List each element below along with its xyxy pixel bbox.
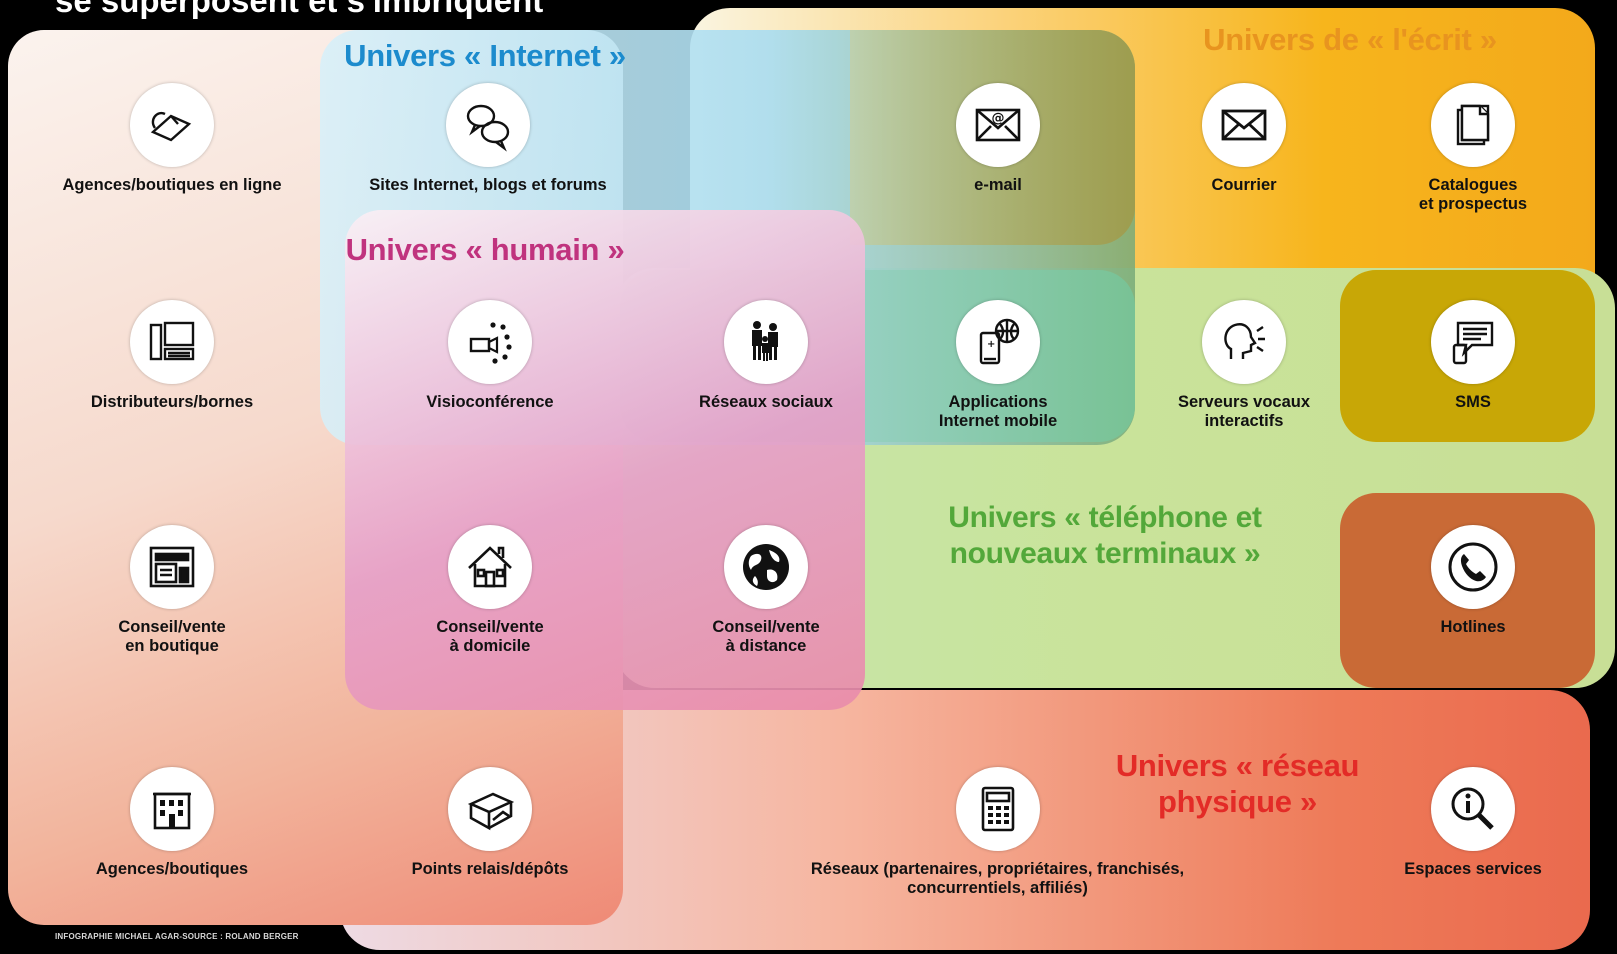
- building-icon: [130, 767, 214, 851]
- people-group-icon: [724, 300, 808, 384]
- smartphone-globe-icon: +: [956, 300, 1040, 384]
- globe-icon: [724, 525, 808, 609]
- universe-title-reseau-physique: Univers « réseau physique »: [1115, 748, 1360, 819]
- item-distributeurs: Distributeurs/bornes: [47, 300, 297, 412]
- item-agences-boutiques: Agences/boutiques: [47, 767, 297, 879]
- universe-title-telephone: Univers « téléphone et nouveaux terminau…: [948, 501, 1262, 570]
- info-magnifier-icon: [1431, 767, 1515, 851]
- universe-title-humain: Univers « humain »: [345, 232, 625, 267]
- svg-text:@: @: [992, 111, 1005, 126]
- credit: INFOGRAPHIE MICHAEL AGAR-SOURCE : ROLAND…: [55, 932, 299, 941]
- item-hotlines: Hotlines: [1348, 525, 1598, 637]
- phone-message-icon: [1431, 300, 1515, 384]
- envelope-icon: [1202, 83, 1286, 167]
- item-label: Agences/boutiques en ligne: [62, 176, 282, 194]
- item-reseaux-partenaires: Réseaux (partenaires, propriétaires, fra…: [760, 767, 1235, 898]
- item-espaces-services: Espaces services: [1348, 767, 1598, 879]
- item-label: Applications Internet mobile: [938, 393, 1058, 430]
- item-label: Points relais/dépôts: [411, 860, 569, 878]
- headline: se superposent et s'imbriquent: [55, 0, 544, 19]
- speaking-head-icon: [1202, 300, 1286, 384]
- item-email: @ e-mail: [873, 83, 1123, 195]
- package-icon: [448, 767, 532, 851]
- house-icon: [448, 525, 532, 609]
- zone-humain: [345, 210, 865, 710]
- item-label: e-mail: [974, 176, 1022, 194]
- universe-title-ecrit: Univers de « l'écrit »: [1203, 22, 1497, 57]
- item-label: Conseil/vente en boutique: [118, 618, 226, 655]
- item-conseil-boutique: Conseil/vente en boutique: [47, 525, 297, 656]
- email-envelope-icon: @: [956, 83, 1040, 167]
- item-label: Réseaux (partenaires, propriétaires, fra…: [810, 860, 1185, 897]
- shop-counter-icon: [130, 525, 214, 609]
- item-sites-internet: Sites Internet, blogs et forums: [363, 83, 613, 195]
- item-label: Espaces services: [1404, 860, 1542, 878]
- calculator-icon: [955, 767, 1040, 851]
- item-visioconference: Visioconférence: [365, 300, 615, 412]
- item-label: Catalogues et prospectus: [1418, 176, 1528, 213]
- item-points-relais: Points relais/dépôts: [365, 767, 615, 879]
- item-label: Sites Internet, blogs et forums: [369, 176, 607, 194]
- item-courrier: Courrier: [1119, 83, 1369, 195]
- item-label: Serveurs vocaux interactifs: [1177, 393, 1311, 430]
- item-applications: + Applications Internet mobile: [873, 300, 1123, 431]
- speech-bubbles-icon: [446, 83, 530, 167]
- item-label: Hotlines: [1440, 618, 1506, 636]
- item-reseaux-sociaux: Réseaux sociaux: [641, 300, 891, 412]
- item-agences-en-ligne: Agences/boutiques en ligne: [47, 83, 297, 195]
- item-label: Réseaux sociaux: [699, 393, 833, 411]
- telephone-icon: [1431, 525, 1515, 609]
- mouse-icon: [130, 83, 214, 167]
- svg-text:+: +: [987, 339, 995, 350]
- computer-terminal-icon: [130, 300, 214, 384]
- item-label: Conseil/vente à distance: [712, 618, 820, 655]
- item-label: Conseil/vente à domicile: [436, 618, 544, 655]
- item-conseil-domicile: Conseil/vente à domicile: [365, 525, 615, 656]
- item-serveurs-vocaux: Serveurs vocaux interactifs: [1119, 300, 1369, 431]
- item-sms: SMS: [1348, 300, 1598, 412]
- item-conseil-distance: Conseil/vente à distance: [641, 525, 891, 656]
- item-catalogues: Catalogues et prospectus: [1348, 83, 1598, 214]
- video-camera-icon: [448, 300, 532, 384]
- item-label: SMS: [1455, 393, 1491, 411]
- item-label: Visioconférence: [426, 393, 554, 411]
- universe-title-internet: Univers « Internet »: [344, 38, 626, 73]
- item-label: Agences/boutiques: [95, 860, 249, 878]
- documents-icon: [1431, 83, 1515, 167]
- item-label: Distributeurs/bornes: [90, 393, 254, 411]
- item-label: Courrier: [1211, 176, 1277, 194]
